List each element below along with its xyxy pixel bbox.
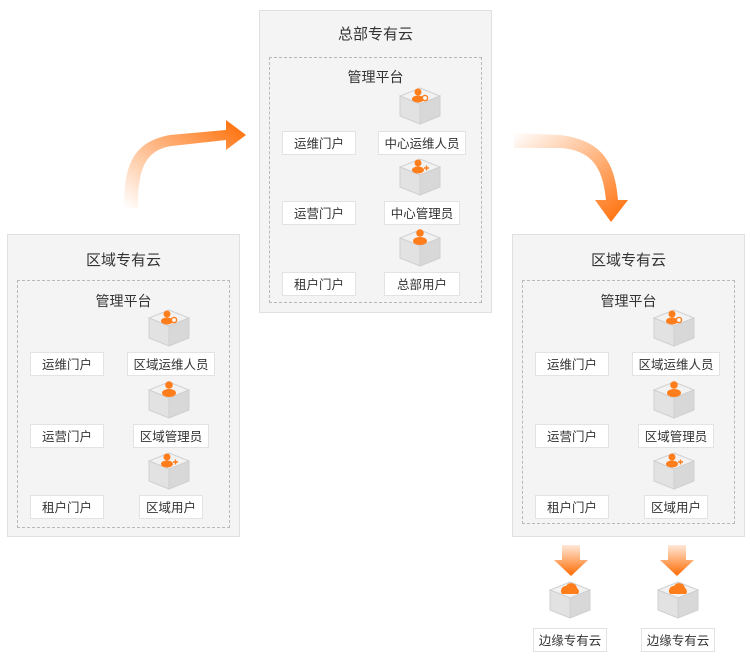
server-user-icon xyxy=(652,452,696,490)
arrow-to-edge-2 xyxy=(660,545,694,576)
server-ops-staff-icon xyxy=(652,309,696,347)
arrow-to-edge-1 xyxy=(554,545,588,576)
server-admin-icon xyxy=(652,381,696,419)
server-user-icon xyxy=(147,452,191,490)
region-left-role-admin[interactable]: 区域管理员 xyxy=(133,424,209,448)
region-left-portal-operation[interactable]: 运营门户 xyxy=(30,424,104,448)
region-right-management-platform: 管理平台 运维门户 运营门户 租户门户 区域运维人员 区域管理员 区域用户 xyxy=(522,280,735,524)
region-right-portal-operation[interactable]: 运营门户 xyxy=(535,424,609,448)
server-ops-staff-icon xyxy=(147,309,191,347)
hq-portal-tenant[interactable]: 租户门户 xyxy=(282,272,356,296)
hq-portal-ops[interactable]: 运维门户 xyxy=(282,131,356,155)
region-left-management-platform: 管理平台 运维门户 运营门户 租户门户 区域运维人员 区域管理员 区域用户 xyxy=(17,280,230,528)
arrow-region-to-hq xyxy=(124,120,246,208)
server-ops-staff-icon xyxy=(398,87,442,125)
region-right-role-admin[interactable]: 区域管理员 xyxy=(638,424,714,448)
region-left-role-user[interactable]: 区域用户 xyxy=(139,495,203,519)
hq-role-center-ops-staff[interactable]: 中心运维人员 xyxy=(378,131,466,155)
region-right-portal-tenant[interactable]: 租户门户 xyxy=(535,495,609,519)
server-admin-icon xyxy=(398,158,442,196)
hq-cloud-title: 总部专有云 xyxy=(337,26,413,43)
region-cloud-panel-right: 区域专有云 管理平台 运维门户 运营门户 租户门户 区域运维人员 区域管理员 xyxy=(512,234,745,537)
region-left-portal-ops[interactable]: 运维门户 xyxy=(30,352,104,376)
region-left-portal-tenant[interactable]: 租户门户 xyxy=(30,495,104,519)
edge-cloud-server-icon xyxy=(656,581,700,619)
server-admin-icon xyxy=(147,381,191,419)
region-cloud-panel-left: 区域专有云 管理平台 运维门户 运营门户 租户门户 区域运维人员 区域管理员 xyxy=(7,234,240,537)
edge-cloud-server-icon xyxy=(548,581,592,619)
hq-management-platform: 管理平台 运维门户 运营门户 租户门户 中心运维人员 中心管理员 总部用户 xyxy=(269,57,482,303)
region-right-platform-title: 管理平台 xyxy=(600,293,657,309)
region-right-title: 区域专有云 xyxy=(590,252,666,269)
hq-role-center-admin[interactable]: 中心管理员 xyxy=(384,201,460,225)
region-left-platform-title: 管理平台 xyxy=(95,293,152,309)
region-left-title: 区域专有云 xyxy=(85,252,161,269)
region-left-role-ops-staff[interactable]: 区域运维人员 xyxy=(127,352,215,376)
region-right-role-user[interactable]: 区域用户 xyxy=(644,495,708,519)
server-user-icon xyxy=(398,229,442,267)
hq-portal-operation[interactable]: 运营门户 xyxy=(282,201,356,225)
region-right-portal-ops[interactable]: 运维门户 xyxy=(535,352,609,376)
region-right-role-ops-staff[interactable]: 区域运维人员 xyxy=(632,352,720,376)
edge-cloud-label-2[interactable]: 边缘专有云 xyxy=(641,628,715,652)
hq-platform-title: 管理平台 xyxy=(347,69,404,85)
edge-cloud-label-1[interactable]: 边缘专有云 xyxy=(533,628,607,652)
hq-cloud-panel: 总部专有云 管理平台 运维门户 运营门户 租户门户 中心运维人员 中心管理员 xyxy=(259,10,492,313)
hq-role-hq-user[interactable]: 总部用户 xyxy=(384,272,460,296)
arrow-hq-to-region xyxy=(514,133,628,222)
